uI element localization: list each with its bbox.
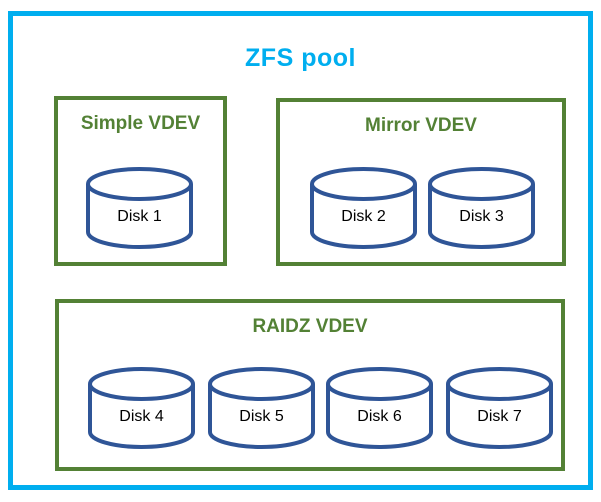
zfs-pool-box: ZFS pool Simple VDEV Disk 1 Mirror VDEV … [8, 11, 593, 490]
pool-title: ZFS pool [245, 44, 356, 72]
disk-cylinder-icon [88, 367, 195, 449]
disk-cylinder-icon [446, 367, 553, 449]
disk-label: Disk 7 [477, 408, 522, 425]
mirror-vdev-title: Mirror VDEV [365, 115, 477, 136]
disk-3: Disk 3 [428, 166, 535, 253]
disk-cylinder-icon [310, 167, 417, 249]
disk-label: Disk 6 [357, 408, 402, 425]
disk-cylinder-icon [208, 367, 315, 449]
disk-cylinder-icon [86, 167, 193, 249]
disk-label: Disk 1 [117, 208, 162, 225]
disk-label: Disk 2 [341, 208, 386, 225]
raidz-vdev-box: RAIDZ VDEV Disk 4 Disk 5 Disk 6 [55, 299, 565, 471]
disk-label: Disk 5 [239, 408, 284, 425]
disk-1: Disk 1 [86, 166, 193, 253]
disk-2: Disk 2 [310, 166, 417, 253]
disk-cylinder-icon [428, 167, 535, 249]
disk-label: Disk 4 [119, 408, 164, 425]
disk-6: Disk 6 [326, 366, 433, 453]
disk-4: Disk 4 [88, 366, 195, 453]
simple-vdev-title: Simple VDEV [80, 113, 201, 134]
raidz-vdev-title: RAIDZ VDEV [252, 316, 368, 337]
disk-7: Disk 7 [446, 366, 553, 453]
disk-5: Disk 5 [208, 366, 315, 453]
disk-cylinder-icon [326, 367, 433, 449]
mirror-vdev-box: Mirror VDEV Disk 2 Disk 3 [276, 98, 566, 266]
disk-label: Disk 3 [459, 208, 504, 225]
simple-vdev-box: Simple VDEV Disk 1 [54, 96, 227, 266]
